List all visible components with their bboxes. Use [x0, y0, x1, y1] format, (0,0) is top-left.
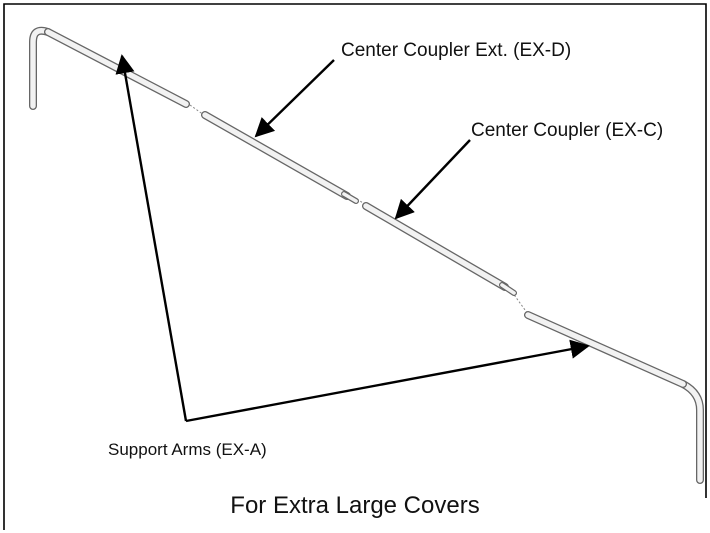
diagram-caption: For Extra Large Covers: [230, 492, 480, 519]
right-support-arm-rod: [524, 311, 687, 388]
frame-border: [3, 3, 707, 530]
arrow-center-coupler: [394, 139, 471, 220]
left-support-arm-hook: [29, 26, 52, 110]
arrow-support-arm-right: [185, 339, 590, 423]
arrow-support-arm-left: [115, 54, 188, 422]
arrow-center-coupler-ext: [254, 59, 335, 138]
right-support-arm-hook: [679, 380, 704, 484]
center-coupler-rod: [362, 202, 517, 296]
label-support-arms: Support Arms (EX-A): [108, 440, 267, 459]
center-coupler-ext-rod: [201, 111, 359, 204]
left-support-arm-rod: [44, 28, 190, 108]
leader-arrows: [115, 54, 590, 423]
label-center-coupler: Center Coupler (EX-C): [471, 120, 664, 141]
label-center-coupler-ext: Center Coupler Ext. (EX-D): [341, 40, 572, 61]
